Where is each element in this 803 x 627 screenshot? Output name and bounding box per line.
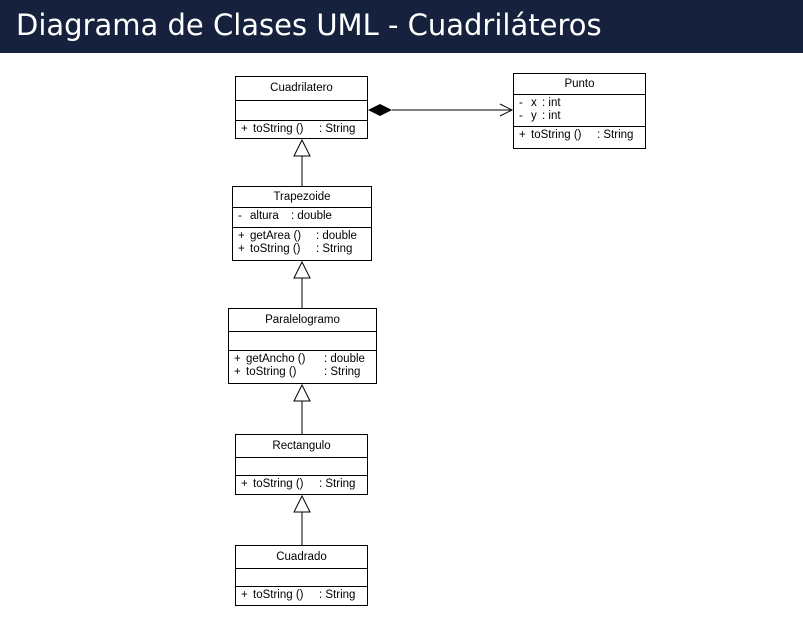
generalization-trapezoide-cuadrilatero [293, 138, 311, 186]
composition-cuadrilatero-punto [368, 103, 514, 117]
inheritance-triangle-icon [293, 260, 311, 279]
operation-row: +toString (): String [519, 129, 634, 141]
operation-row: +toString (): String [241, 589, 356, 601]
attribute-row: -x: int [519, 97, 561, 109]
attributes-compartment [236, 569, 367, 587]
operation-row: +toString (): String [241, 123, 356, 135]
class-name: Trapezoide [233, 187, 371, 208]
attributes-compartment [229, 332, 376, 351]
generalization-cuadrado-rectangulo [293, 494, 311, 545]
operations-compartment: +toString (): String [236, 587, 367, 604]
class-name: Punto [514, 74, 645, 95]
operation-row: +toString (): String [241, 478, 356, 490]
class-name: Paralelogramo [229, 309, 376, 332]
operation-row: +getArea (): double [238, 230, 357, 242]
navigable-arrow-icon [499, 103, 514, 117]
operations-compartment: +toString (): String [514, 127, 645, 144]
attributes-compartment [236, 101, 367, 121]
class-rectangulo: Rectangulo +toString (): String [235, 434, 368, 495]
class-cuadrado: Cuadrado +toString (): String [235, 545, 368, 606]
class-name: Rectangulo [236, 435, 367, 458]
inheritance-triangle-icon [293, 494, 311, 513]
attribute-row: -altura: double [238, 210, 332, 222]
operations-compartment: +getArea (): double +toString (): String [233, 228, 371, 258]
attributes-compartment: -altura: double [233, 208, 371, 228]
class-paralelogramo: Paralelogramo +getAncho (): double +toSt… [228, 308, 377, 384]
attributes-compartment: -x: int -y: int [514, 95, 645, 127]
class-name: Cuadrado [236, 546, 367, 569]
operation-row: +toString (): String [238, 243, 353, 255]
generalization-paralelogramo-trapezoide [293, 260, 311, 308]
operation-row: +toString (): String [234, 366, 361, 378]
class-punto: Punto -x: int -y: int +toString (): Stri… [513, 73, 646, 149]
attributes-compartment [236, 458, 367, 476]
inheritance-triangle-icon [293, 383, 311, 402]
page-title: Diagrama de Clases UML - Cuadriláteros [16, 8, 602, 42]
title-bar: Diagrama de Clases UML - Cuadriláteros [0, 0, 803, 53]
operation-row: +getAncho (): double [234, 353, 365, 365]
class-cuadrilatero: Cuadrilatero +toString (): String [235, 76, 368, 139]
composition-diamond-icon [368, 104, 392, 116]
class-trapezoide: Trapezoide -altura: double +getArea (): … [232, 186, 372, 261]
operations-compartment: +toString (): String [236, 121, 367, 138]
attribute-row: -y: int [519, 110, 561, 122]
class-name: Cuadrilatero [236, 77, 367, 101]
operations-compartment: +getAncho (): double +toString (): Strin… [229, 351, 376, 381]
operations-compartment: +toString (): String [236, 476, 367, 493]
generalization-rectangulo-paralelogramo [293, 383, 311, 434]
inheritance-triangle-icon [293, 138, 311, 157]
